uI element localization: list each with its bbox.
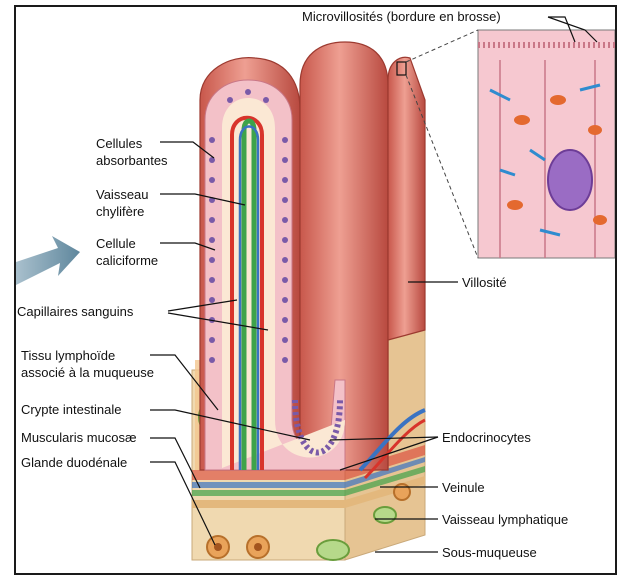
figure-border: [14, 5, 617, 575]
